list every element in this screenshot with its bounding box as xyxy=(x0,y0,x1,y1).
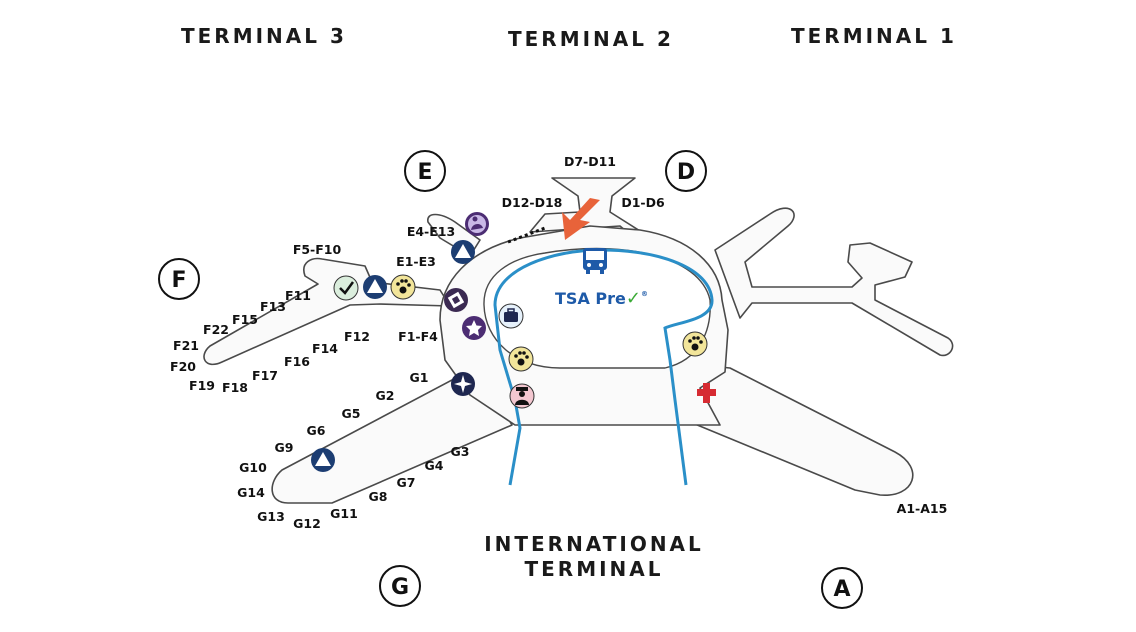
gate-label-f19: F19 xyxy=(189,378,215,393)
triangle-icon[interactable] xyxy=(451,240,475,264)
tsa-registered-mark: ® xyxy=(641,290,648,298)
gate-label-g9: G9 xyxy=(275,440,294,455)
gate-label-f16: F16 xyxy=(284,354,310,369)
gate-label-f1-f4: F1-F4 xyxy=(398,329,438,344)
first-aid-cross-icon xyxy=(697,383,716,403)
boarding-area-d-marker[interactable]: D xyxy=(665,150,707,192)
international-terminal-label: INTERNATIONAL TERMINAL xyxy=(478,532,710,582)
pet-relief-icon[interactable] xyxy=(390,274,416,300)
gate-label-g1: G1 xyxy=(410,370,429,385)
pet-relief-icon[interactable] xyxy=(508,346,534,372)
gate-label-g8: G8 xyxy=(369,489,388,504)
star-icon[interactable] xyxy=(462,316,486,340)
walkway-dotted xyxy=(507,226,546,244)
gate-label-f13: F13 xyxy=(260,299,286,314)
gate-label-g5: G5 xyxy=(342,406,361,421)
terminal-1-label: TERMINAL 1 xyxy=(791,24,957,48)
tsa-precheck-label: TSA Pre✓® xyxy=(555,288,648,309)
gate-label-f15: F15 xyxy=(232,312,258,327)
gate-label-f14: F14 xyxy=(312,341,338,356)
svg-text:A: A xyxy=(833,577,850,602)
boarding-area-g-marker[interactable]: G xyxy=(379,565,421,607)
ticket-icon[interactable] xyxy=(444,288,468,312)
gate-label-g3: G3 xyxy=(451,444,470,459)
gate-label-a1-a15: A1-A15 xyxy=(897,501,948,516)
baggage-icon[interactable] xyxy=(498,303,524,329)
gate-label-f17: F17 xyxy=(252,368,278,383)
svg-text:D: D xyxy=(677,160,695,185)
compass-star-icon[interactable] xyxy=(451,372,475,396)
gate-label-g6: G6 xyxy=(307,423,326,438)
gate-label-f18: F18 xyxy=(222,380,248,395)
nursing-room-icon[interactable] xyxy=(465,212,489,236)
gate-label-e1-e3: E1-E3 xyxy=(396,254,436,269)
triangle-icon[interactable] xyxy=(311,448,335,472)
entrance-arrow-icon xyxy=(562,198,600,240)
boarding-area-f-building xyxy=(203,257,451,366)
boarding-area-e-marker[interactable]: E xyxy=(404,150,446,192)
gate-label-g7: G7 xyxy=(397,475,416,490)
gate-label-g13: G13 xyxy=(257,509,285,524)
triangle-icon[interactable] xyxy=(363,275,387,299)
gate-label-f5-f10: F5-F10 xyxy=(293,242,342,257)
officer-icon[interactable] xyxy=(509,383,535,409)
gate-label-f12: F12 xyxy=(344,329,370,344)
boarding-area-a-building xyxy=(689,364,914,496)
gate-label-f11: F11 xyxy=(285,288,311,303)
boarding-area-g-building xyxy=(271,369,513,504)
international-terminal-line1: INTERNATIONAL xyxy=(484,532,704,556)
terminal-2-label: TERMINAL 2 xyxy=(508,27,674,51)
gate-label-d12-d18: D12-D18 xyxy=(502,195,563,210)
checkmark-icon[interactable] xyxy=(333,275,359,301)
gate-label-f21: F21 xyxy=(173,338,199,353)
terminal-3-label: TERMINAL 3 xyxy=(181,24,347,48)
svg-text:F: F xyxy=(171,268,186,293)
tsa-check-mark: ✓ xyxy=(626,288,641,309)
airtrain-line xyxy=(493,248,714,486)
gate-label-g4: G4 xyxy=(425,458,444,473)
svg-text:G: G xyxy=(391,575,409,600)
boarding-area-f-marker[interactable]: F xyxy=(158,258,200,300)
gate-label-f20: F20 xyxy=(170,359,196,374)
gate-label-g14: G14 xyxy=(237,485,265,500)
pet-relief-icon[interactable] xyxy=(682,331,708,357)
international-terminal-line2: TERMINAL xyxy=(524,557,664,581)
gate-label-e4-e13: E4-E13 xyxy=(407,224,455,239)
gate-label-g11: G11 xyxy=(330,506,358,521)
gate-label-d7-d11: D7-D11 xyxy=(564,154,616,169)
boarding-area-a-marker[interactable]: A xyxy=(821,567,863,609)
bus-icon xyxy=(583,248,607,274)
gate-label-g10: G10 xyxy=(239,460,267,475)
svg-text:E: E xyxy=(417,160,432,185)
gate-label-d1-d6: D1-D6 xyxy=(621,195,665,210)
gate-label-g2: G2 xyxy=(376,388,395,403)
gate-label-f22: F22 xyxy=(203,322,229,337)
gate-label-g12: G12 xyxy=(293,516,321,531)
terminal-1-pier-building xyxy=(714,207,954,357)
